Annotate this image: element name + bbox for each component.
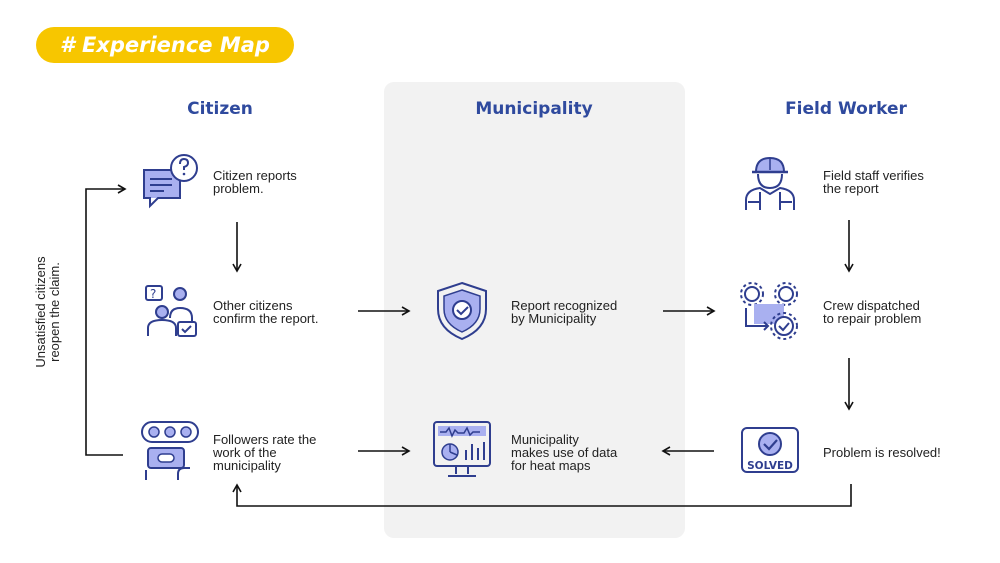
svg-text:?: ? — [150, 287, 156, 301]
gears-check-icon — [740, 282, 798, 340]
step-field-staff-verifies: Field staff verifies the report — [823, 168, 924, 196]
step-citizens-confirm: Other citizens confirm the report. — [213, 298, 319, 326]
step-crew-dispatched: Crew dispatched to repair problem — [823, 298, 922, 326]
speech-bubble-question-icon — [143, 154, 198, 209]
column-header-field-worker: Field Worker — [785, 99, 907, 119]
solved-stamp-icon: SOLVED — [741, 427, 799, 473]
step-report-recognized: Report recognized by Municipality — [511, 298, 618, 326]
shield-check-icon — [437, 281, 487, 341]
step-citizen-reports: Citizen reports problem. — [213, 168, 297, 196]
people-discussion-icon: ? — [145, 285, 197, 337]
page-title: # Experience Map — [36, 27, 294, 63]
step-problem-resolved: Problem is resolved! — [823, 445, 941, 460]
arrow-resolved-to-rate — [232, 483, 852, 507]
column-header-citizen: Citizen — [187, 99, 253, 119]
step-followers-rate: Followers rate the work of the municipal… — [213, 432, 317, 473]
solved-stamp-text: SOLVED — [747, 460, 793, 472]
worker-helmet-icon — [745, 156, 795, 210]
step-municipality-data: Municipality makes use of data for heat … — [511, 432, 618, 473]
rating-faces-icon — [141, 421, 199, 480]
arrow-reopen-loop — [85, 184, 127, 456]
column-header-municipality: Municipality — [475, 99, 593, 119]
dashboard-monitor-icon — [433, 421, 491, 477]
